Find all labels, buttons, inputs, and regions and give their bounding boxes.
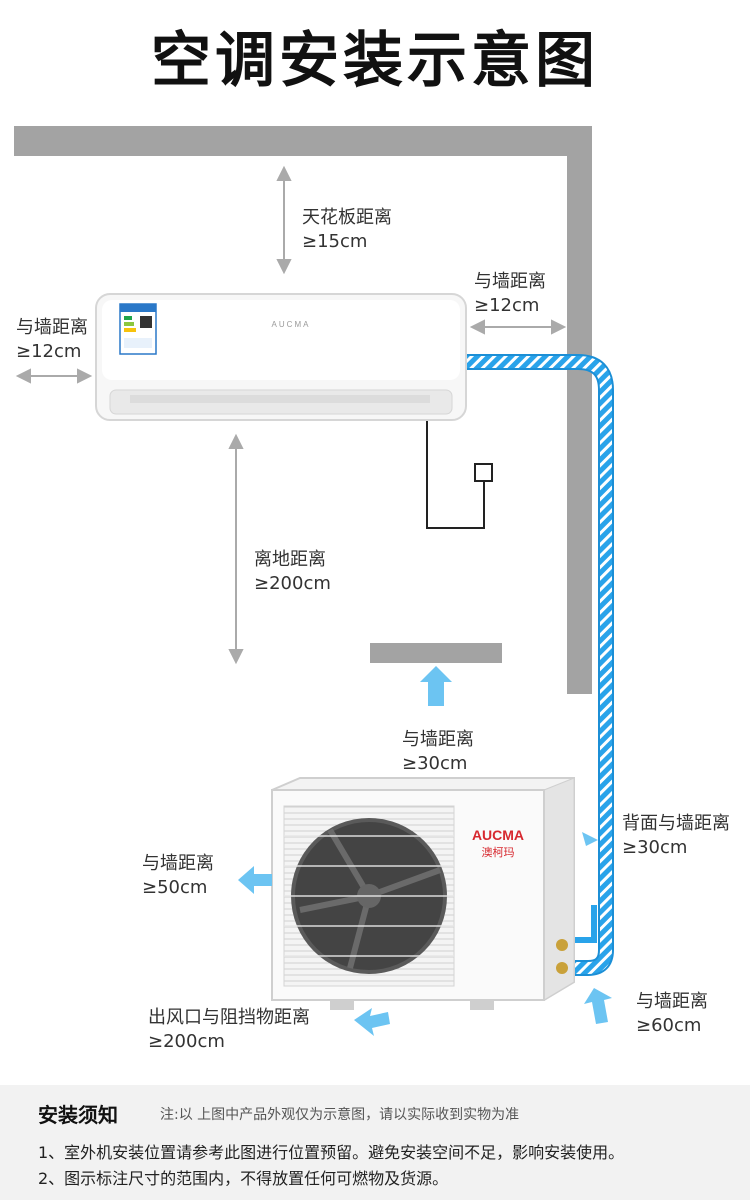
right-airflow-arrow xyxy=(584,988,612,1024)
outdoor-brand-logo: AUCMA 澳柯玛 xyxy=(460,822,536,862)
notes-item-2: 2、图示标注尺寸的范围内，不得放置任何可燃物及货源。 xyxy=(38,1169,449,1188)
fan-grill xyxy=(283,805,455,987)
notes-item-1: 1、室外机安装位置请参考此图进行位置预留。避免安装空间不足，影响安装使用。 xyxy=(38,1143,625,1162)
ceiling-arrow xyxy=(276,165,292,275)
indoor-unit: AUCMA xyxy=(95,293,467,421)
refrigerant-pipe xyxy=(466,354,614,976)
label-ceiling: 天花板距离≥15cm xyxy=(302,207,392,252)
outdoor-top-obstacle xyxy=(370,643,502,663)
svg-text:AUCMA: AUCMA xyxy=(472,827,524,843)
label-outdoor-back: 背面与墙距离≥30cm xyxy=(622,813,730,858)
left-wall-arrow xyxy=(15,368,93,384)
notes-title: 安装须知 xyxy=(38,1103,118,1127)
up-airflow-arrow xyxy=(420,666,452,706)
valves xyxy=(556,939,568,974)
installation-diagram: AUCMA AUCMA 澳柯玛 xyxy=(14,126,614,1036)
page-title: 空调安装示意图 xyxy=(151,26,599,96)
notes-subtitle: 注:以 上图中产品外观仅为示意图，请以实际收到实物为准 xyxy=(160,1107,520,1123)
label-floor: 离地距离≥200cm xyxy=(254,549,331,594)
outdoor-unit: AUCMA 澳柯玛 xyxy=(271,777,575,1010)
front-airflow-arrow xyxy=(354,1008,390,1036)
label-outdoor-left: 与墙距离≥50cm xyxy=(142,853,214,898)
energy-label xyxy=(119,303,157,355)
label-left-wall: 与墙距离≥12cm xyxy=(16,317,88,362)
svg-text:澳柯玛: 澳柯玛 xyxy=(482,846,515,859)
back-airflow-arrow xyxy=(582,832,598,846)
indoor-brand-logo: AUCMA xyxy=(272,320,311,329)
room-walls xyxy=(14,126,592,694)
label-right-wall: 与墙距离≥12cm xyxy=(474,271,546,316)
installation-notes: 安装须知 注:以 上图中产品外观仅为示意图，请以实际收到实物为准 1、室外机安装… xyxy=(0,1085,750,1200)
drain-line xyxy=(426,418,493,529)
label-outdoor-front: 出风口与阻挡物距离≥200cm xyxy=(148,1007,310,1052)
label-outdoor-right: 与墙距离≥60cm xyxy=(636,991,708,1036)
airflow-arrows xyxy=(238,666,612,1036)
dimension-arrows xyxy=(15,165,567,665)
left-airflow-arrow xyxy=(238,866,272,894)
right-wall-arrow xyxy=(469,319,567,335)
floor-arrow xyxy=(228,433,244,665)
label-outdoor-top: 与墙距离≥30cm xyxy=(402,729,474,774)
